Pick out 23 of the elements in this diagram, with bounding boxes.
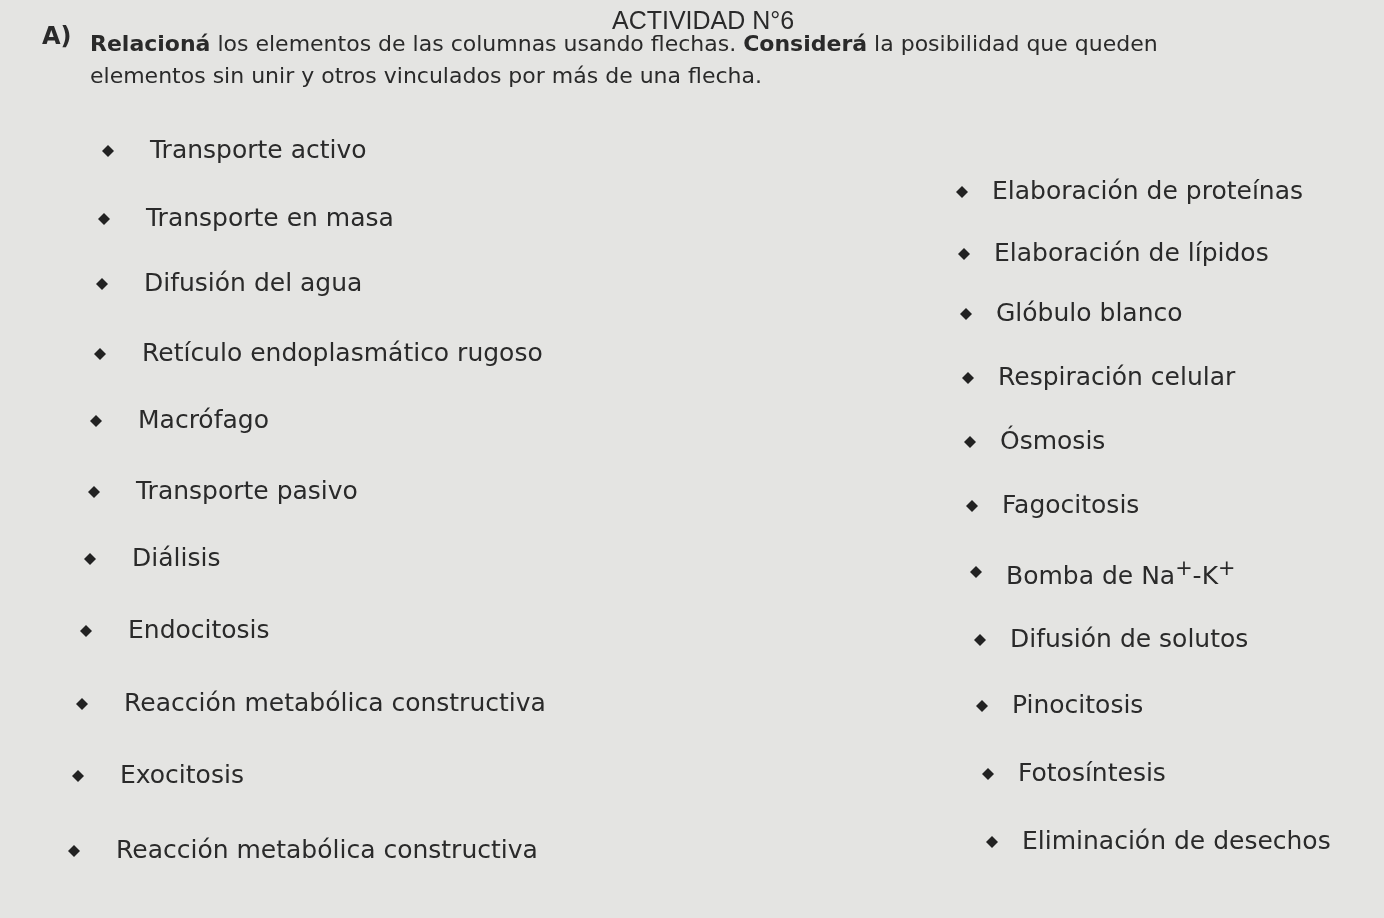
list-item: Reacción metabólica constructiva xyxy=(124,688,546,717)
list-item: Difusión de solutos xyxy=(1010,624,1249,653)
list-item: Elaboración de proteínas xyxy=(992,176,1303,205)
question-letter: A) xyxy=(42,22,72,50)
list-item: Transporte activo xyxy=(150,135,367,164)
list-item: Fotosíntesis xyxy=(1018,758,1166,787)
list-item: Reacción metabólica constructiva xyxy=(116,835,538,864)
list-item: Glóbulo blanco xyxy=(996,298,1183,327)
list-item: Diálisis xyxy=(132,543,221,572)
list-item: Respiración celular xyxy=(998,362,1236,391)
list-item: Pinocitosis xyxy=(1012,690,1144,719)
list-item: Eliminación de desechos xyxy=(1022,826,1331,855)
list-item: Fagocitosis xyxy=(1002,490,1140,519)
list-item: Elaboración de lípidos xyxy=(994,238,1269,267)
list-item: Retículo endoplasmático rugoso xyxy=(142,338,543,367)
list-item: Macrófago xyxy=(138,405,269,434)
list-item: Exocitosis xyxy=(120,760,244,789)
list-item: Transporte pasivo xyxy=(136,476,358,505)
list-item: Endocitosis xyxy=(128,615,270,644)
list-item: Ósmosis xyxy=(1000,426,1106,455)
list-item: Difusión del agua xyxy=(144,268,363,297)
list-item: Bomba de Na$^{+}$-K$^{+}$ xyxy=(1006,556,1236,591)
list-item: Transporte en masa xyxy=(146,203,394,232)
